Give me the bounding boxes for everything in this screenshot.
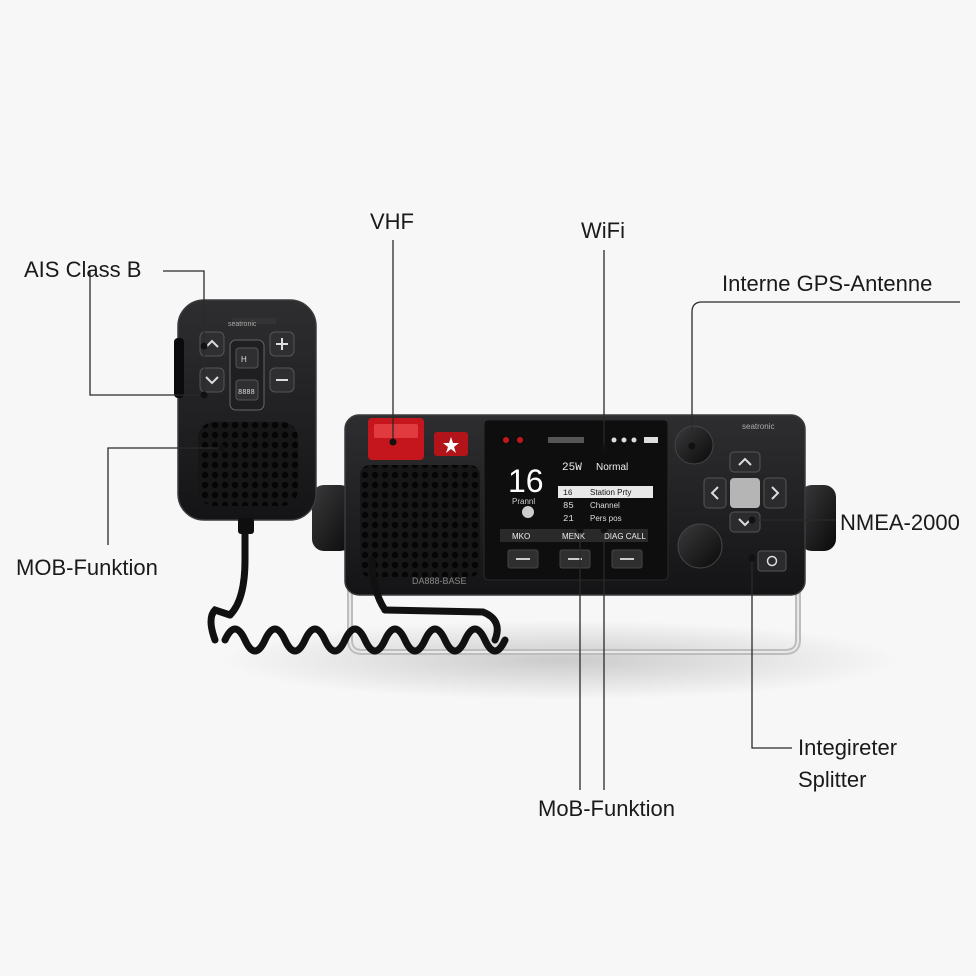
list-row[interactable]: 85 [563, 501, 574, 511]
radio-base-unit: DA888-BASE seatronic 16 Prannl 25W Norma… [344, 414, 806, 596]
callout-nmea-2000: NMEA-2000 [840, 510, 960, 535]
chevron-left-icon [710, 486, 719, 500]
chevron-up-icon [205, 339, 219, 348]
callout-mob-function-bottom: MoB-Funktion [538, 796, 675, 821]
handset-key-label: 8888 [238, 389, 255, 397]
svg-text:Station Prty: Station Prty [590, 488, 631, 497]
svg-text:Channel: Channel [590, 501, 620, 510]
chevron-right-icon [771, 486, 780, 500]
left-side-knob[interactable] [312, 485, 352, 551]
chevron-up-icon [738, 457, 752, 466]
dpad-up-button[interactable] [729, 451, 761, 473]
leader-dots [200, 342, 756, 562]
callout-internal-gps-antenna: Interne GPS-Antenne [722, 271, 933, 296]
callout-vhf: VHF [370, 209, 414, 234]
svg-text:16: 16 [563, 489, 573, 498]
handset-down-button[interactable] [199, 367, 225, 393]
callout-wifi: WiFi [581, 218, 625, 243]
dpad-right-button[interactable] [763, 477, 787, 509]
speaker-grille [360, 465, 480, 577]
softkey-label-2: MENK [562, 532, 586, 541]
star-icon [443, 437, 459, 453]
status-bar [503, 437, 658, 443]
coiled-cable [207, 514, 509, 655]
signal-icon [611, 437, 617, 443]
d-pad[interactable] [703, 451, 787, 533]
chevron-down-icon [205, 376, 219, 385]
power-icon [766, 555, 778, 567]
leader-lines [89, 240, 960, 790]
power-button[interactable] [757, 550, 787, 572]
handset-microphone[interactable]: seatronic H 8888 [174, 299, 317, 534]
callout-mob-function-left: MOB-Funktion [16, 555, 158, 580]
callout-ais-class-b: AIS Class B [24, 257, 142, 282]
channel-number: 16 [508, 463, 544, 499]
svg-text:Pers pos: Pers pos [590, 514, 622, 523]
callout-integrated-splitter: Integireter Splitter [798, 735, 898, 792]
model-label: DA888-BASE [412, 576, 467, 586]
handset-function-button[interactable] [235, 379, 259, 401]
softkey-label-3: DIAG CALL [604, 532, 646, 541]
mode-readout: Normal [596, 462, 628, 473]
dpad-down-button[interactable] [729, 511, 761, 533]
list-row-selected[interactable] [558, 486, 653, 498]
gps-fix-icon [522, 506, 534, 518]
plus-icon [276, 338, 288, 350]
ptt-side-key[interactable] [174, 338, 184, 398]
dpad-ok-button[interactable] [730, 478, 760, 508]
brand-label: seatronic [742, 422, 774, 431]
list-row[interactable]: 21 [563, 514, 574, 524]
mounting-bracket [347, 585, 801, 655]
handset-up-button[interactable] [199, 331, 225, 357]
power-readout: 25W [562, 462, 582, 474]
alert-icon [503, 437, 509, 443]
dpad-left-button[interactable] [703, 477, 727, 509]
handset-speaker-grille [198, 422, 298, 506]
battery-icon [644, 437, 658, 443]
softkey-label-1: MKO [512, 532, 530, 541]
right-side-knob[interactable] [800, 485, 836, 551]
channel-knob[interactable] [677, 523, 723, 569]
channel-sub-label: Prannl [512, 497, 535, 506]
handset-select-button[interactable] [235, 347, 259, 369]
handset-brand-label: seatronic [228, 321, 257, 328]
svg-text:H: H [241, 355, 247, 364]
